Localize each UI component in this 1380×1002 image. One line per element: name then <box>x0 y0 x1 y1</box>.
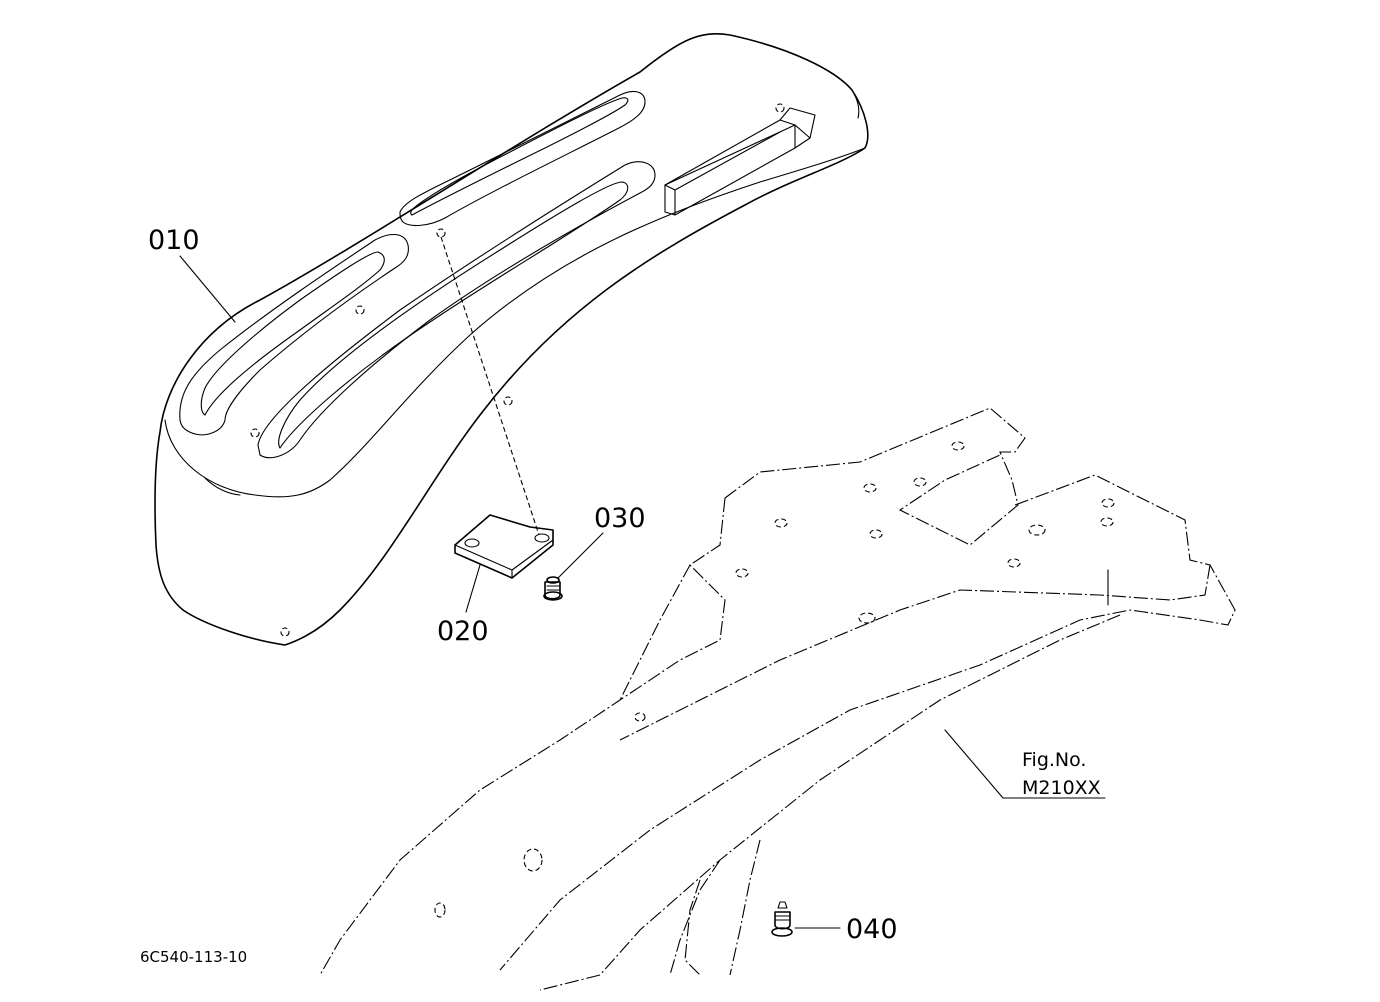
leader-fig-ref <box>944 729 1106 799</box>
fig-ref-label: Fig.No. <box>1022 749 1086 771</box>
leader-020 <box>465 564 481 613</box>
bracket-part-020[interactable] <box>454 514 554 579</box>
chassis-frame <box>319 407 1236 991</box>
bolt-part-030[interactable] <box>543 576 563 601</box>
callout-030[interactable]: 030 <box>594 503 646 534</box>
leader-010 <box>179 255 236 323</box>
fig-ref-number[interactable]: M210XX <box>1022 777 1101 799</box>
callout-020[interactable]: 020 <box>437 616 489 647</box>
leader-030 <box>557 532 604 579</box>
screw-part-040[interactable] <box>771 901 793 937</box>
drawing-number: 6C540-113-10 <box>140 948 247 966</box>
callout-010[interactable]: 010 <box>148 225 200 256</box>
callout-040[interactable]: 040 <box>846 914 898 945</box>
fender-part-010[interactable] <box>154 33 869 646</box>
assembly-line <box>440 236 541 539</box>
